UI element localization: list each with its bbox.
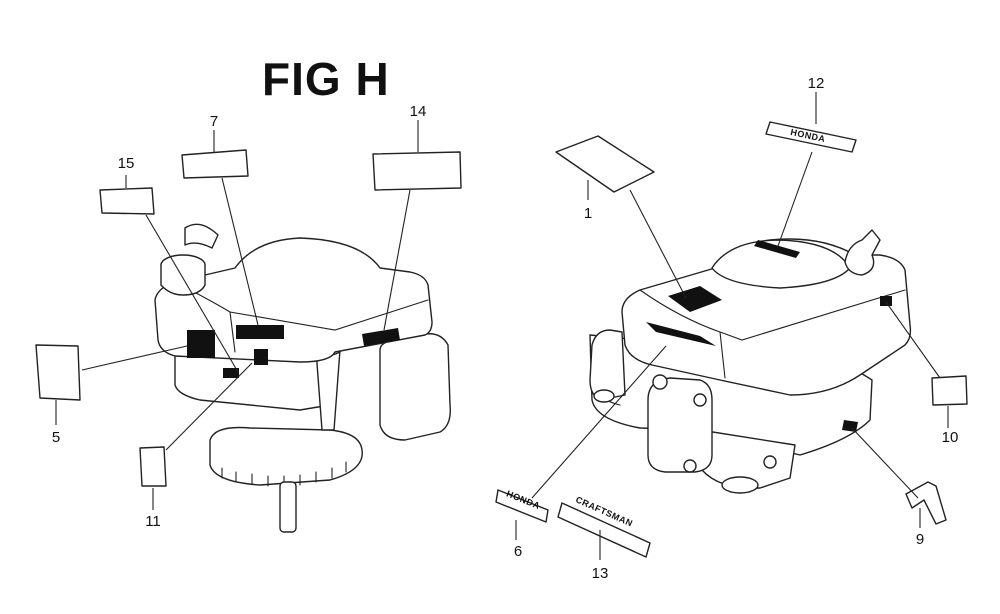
callout-5: 5 [52, 429, 60, 446]
callout-labels: 5 11 15 7 14 1 12 10 9 6 13 [52, 75, 959, 582]
callout-10: 10 [942, 429, 959, 446]
decal-6 [495, 489, 549, 523]
left-label-area-11 [223, 368, 239, 378]
left-label-area-14 [362, 328, 400, 346]
right-oil-cap [844, 229, 881, 276]
callout-14: 14 [410, 103, 427, 120]
right-label-area-6 [646, 322, 716, 346]
left-label-area-15 [254, 349, 268, 365]
decal-14 [372, 151, 462, 191]
right-muffler [647, 377, 713, 473]
left-label-area-7 [236, 325, 284, 339]
decal-10 [931, 375, 968, 406]
callout-11: 11 [145, 513, 161, 530]
decal-1 [555, 135, 655, 193]
right-label-area-1 [668, 286, 722, 312]
left-crankshaft [279, 481, 297, 533]
left-engine-base-plate [209, 426, 363, 486]
left-decals [35, 149, 462, 487]
callout-12: 12 [808, 75, 825, 92]
callout-7: 7 [210, 113, 218, 130]
callout-15: 15 [118, 155, 135, 172]
figure-title: FIG H [262, 53, 390, 105]
left-engine [154, 223, 451, 533]
left-engine-shroud [154, 237, 433, 363]
decal-12 [765, 121, 857, 153]
decal-5 [35, 344, 81, 401]
right-leader-lines [515, 92, 949, 560]
left-carb-tube [315, 349, 341, 431]
callout-13: 13 [592, 565, 609, 582]
callout-1: 1 [584, 205, 592, 222]
left-label-area-5 [187, 330, 215, 358]
right-label-area-12 [754, 240, 800, 258]
left-fuel-tank [379, 333, 451, 441]
left-leader-lines [55, 120, 419, 510]
right-label-area-9 [842, 420, 858, 432]
callout-6: 6 [514, 543, 522, 560]
decal-15 [99, 187, 155, 215]
right-label-area-10 [880, 296, 892, 306]
decal-11 [139, 446, 167, 487]
decal-9 [905, 481, 947, 525]
left-oil-cap [184, 223, 219, 249]
callout-9: 9 [916, 531, 924, 548]
right-engine [589, 229, 912, 494]
decal-7 [181, 149, 249, 179]
decal-13 [557, 502, 651, 558]
